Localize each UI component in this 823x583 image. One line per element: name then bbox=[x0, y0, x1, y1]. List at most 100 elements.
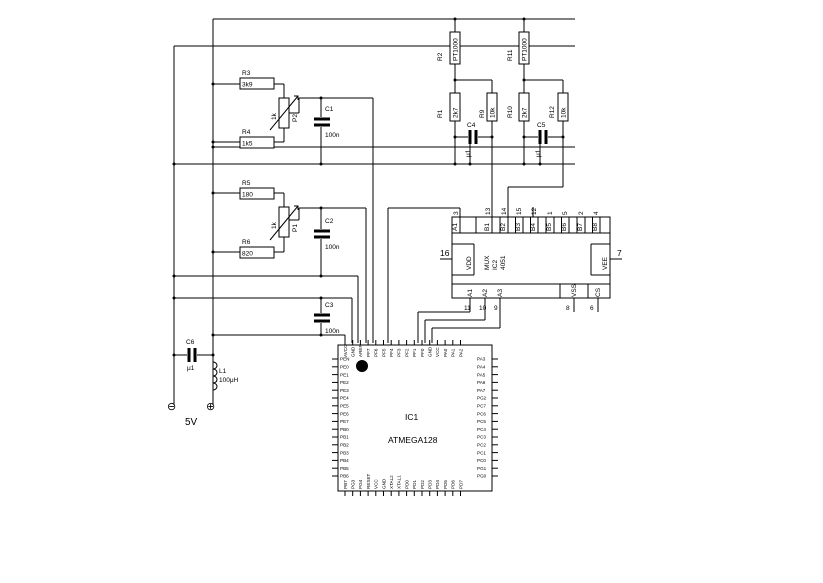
mcu-left-pin-label: PB6 bbox=[340, 474, 349, 479]
mcu-top-pin-label: PF0 bbox=[420, 348, 425, 357]
mcu-top-pin-label: AVCC bbox=[343, 344, 348, 357]
mux-vee-num: 7 bbox=[617, 248, 622, 258]
reference-divider-1: R3 3k9 1k P2 R4 1k5 C1 100n bbox=[213, 70, 344, 164]
mcu-left-pin-label: PE3 bbox=[340, 388, 349, 393]
r4-value: 1k5 bbox=[242, 141, 253, 148]
mux-top-pin-number: 15 bbox=[516, 207, 523, 215]
mcu-left-pin-label: PE1 bbox=[340, 372, 349, 377]
r12-value: 10k bbox=[561, 107, 568, 118]
mcu-right-pin-label: PC6 bbox=[477, 411, 486, 416]
p1-ref: P1 bbox=[292, 224, 299, 232]
r5-ref: R5 bbox=[242, 180, 251, 187]
mcu-bottom-pin-label: PD7 bbox=[458, 480, 463, 489]
mux-vdd-label: VDD bbox=[466, 256, 473, 270]
mcu-bottom-pin-label: PD5 bbox=[443, 480, 448, 489]
mcu-left-pin-label: PE2 bbox=[340, 380, 349, 385]
c6-ref: C6 bbox=[186, 339, 195, 346]
mux-function-label: MUX bbox=[484, 255, 491, 270]
mcu-bottom-pin-label: GND bbox=[381, 478, 386, 489]
mcu-top-pin-label: GND bbox=[351, 346, 356, 357]
mux-top-pin-label: B4 bbox=[530, 223, 537, 231]
mcu-right-pin-label: PA6 bbox=[477, 380, 486, 385]
mcu-top-pin-label: AREF bbox=[358, 345, 363, 357]
c1-ref: C1 bbox=[325, 106, 334, 113]
mcu-left-pin-label: PEN bbox=[340, 357, 349, 362]
mcu-right-pin-label: PC3 bbox=[477, 435, 486, 440]
mux-top-pin-label: B5 bbox=[546, 223, 553, 231]
c5-ref: C5 bbox=[537, 122, 546, 129]
mcu-right-pin-label: PC0 bbox=[477, 458, 486, 463]
mcu-type-label: ATMEGA128 bbox=[388, 435, 438, 445]
mcu-left-pin-label: PB0 bbox=[340, 427, 349, 432]
mcu-top-pin-label: PF7 bbox=[366, 348, 371, 357]
mcu-left-pin-label: PB5 bbox=[340, 466, 349, 471]
mux-top-pin-label: B2 bbox=[500, 223, 507, 231]
mux-top-pin-label: B1 bbox=[484, 223, 491, 231]
adc-wiring bbox=[344, 97, 534, 343]
mux-top-pin-number: 5 bbox=[562, 211, 569, 215]
mcu-left-pin-label: PE0 bbox=[340, 365, 349, 370]
mcu-bottom-pin-label: PD3 bbox=[428, 480, 433, 489]
mcu-top-pin-label: PF2 bbox=[404, 348, 409, 357]
c2-ref: C2 bbox=[325, 218, 334, 225]
mux-ref-label: IC2 bbox=[492, 260, 499, 271]
mcu-top-pin-label: PF5 bbox=[381, 348, 386, 357]
r1-ref: R1 bbox=[437, 109, 444, 118]
mux-bottom-pin-label: A2 bbox=[482, 289, 489, 297]
mcu-right-pin-label: PA5 bbox=[477, 372, 486, 377]
mcu-right-pin-label: PG0 bbox=[477, 474, 487, 479]
mux-bottom-pin-number: 10 bbox=[479, 305, 487, 312]
r3-value: 3k9 bbox=[242, 82, 253, 89]
sensor-branch-1: R2 PT1000 R1 2k7 R9 10k C4 μ1 bbox=[437, 19, 498, 210]
mcu-right-pin-label: PG2 bbox=[477, 396, 487, 401]
inductor-l1 bbox=[212, 361, 218, 391]
mcu-right-pin-label: PC5 bbox=[477, 419, 486, 424]
mcu-top-pin-label: PF6 bbox=[374, 348, 379, 357]
minus-terminal-icon: ⊖ bbox=[167, 401, 176, 413]
mcu-right-pin-label: PA3 bbox=[477, 357, 486, 362]
plus-terminal-icon: ⊕ bbox=[206, 401, 215, 413]
mcu-right-pin-label: PA4 bbox=[477, 365, 486, 370]
potentiometer-p1 bbox=[278, 206, 290, 238]
r3-ref: R3 bbox=[242, 70, 251, 77]
mux-top-pin-number: 4 bbox=[593, 211, 600, 215]
r1-value: 2k7 bbox=[453, 107, 460, 118]
r10-value: 2k7 bbox=[522, 107, 529, 118]
mcu-top-pin-label: PA0 bbox=[443, 348, 448, 357]
mux-top-pin-number: 2 bbox=[578, 211, 585, 215]
r6-ref: R6 bbox=[242, 239, 251, 246]
mux-top-pin-label: B6 bbox=[561, 223, 568, 231]
mcu-bottom-pin-label: XTAL2 bbox=[389, 475, 394, 489]
r11-value: PT1000 bbox=[522, 38, 529, 61]
r9-ref: R9 bbox=[479, 109, 486, 118]
mcu-right-pin-label: PC1 bbox=[477, 450, 486, 455]
c6-value: μ1 bbox=[187, 365, 195, 372]
mcu-bottom-pin-label: PD0 bbox=[404, 480, 409, 489]
mux-bottom-pin-number: 8 bbox=[566, 305, 570, 312]
mcu-bottom-pin-label: PD4 bbox=[435, 480, 440, 489]
mcu-bottom-pin-label: PG4 bbox=[358, 479, 363, 489]
c3-value: 100n bbox=[325, 328, 340, 335]
mux-top-pin-number: 12 bbox=[531, 207, 538, 215]
mux-top-pin-number: 14 bbox=[501, 207, 508, 215]
mcu-bottom-pin-label: XTAL1 bbox=[397, 475, 402, 489]
pin1-marker bbox=[356, 360, 368, 372]
c3-ref: C3 bbox=[325, 302, 334, 309]
mux-top-pin-label: A1 bbox=[452, 223, 459, 231]
mux-bottom-pin-number: 6 bbox=[590, 305, 594, 312]
junction-dots bbox=[172, 17, 565, 357]
r6-value: 820 bbox=[242, 251, 253, 258]
c5-value: μ1 bbox=[535, 149, 542, 157]
r2-value: PT1000 bbox=[453, 38, 460, 61]
mux-top-pin-number: 13 bbox=[485, 207, 492, 215]
r11-ref: R11 bbox=[507, 49, 514, 61]
c4-ref: C4 bbox=[467, 122, 476, 129]
mcu-left-pin-label: PB4 bbox=[340, 458, 349, 463]
mcu-top-pin-label: PA2 bbox=[458, 348, 463, 357]
mcu-right-pin-label: PC7 bbox=[477, 404, 486, 409]
mcu-left-pin-label: PE7 bbox=[340, 419, 349, 424]
mcu-left-pin-label: PE5 bbox=[340, 404, 349, 409]
